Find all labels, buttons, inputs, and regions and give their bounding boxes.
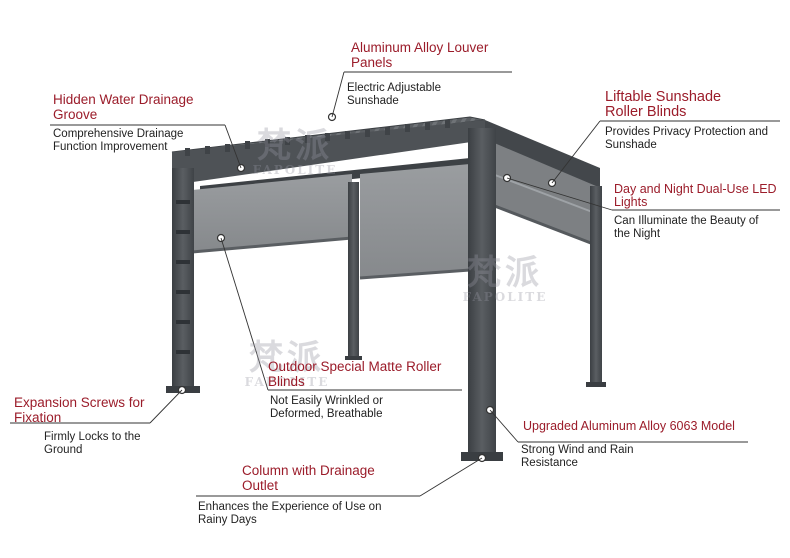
callout-matte-blinds: Outdoor Special Matte Roller Blinds Not … — [268, 359, 468, 421]
callout-desc: Strong Wind and Rain Resistance — [521, 444, 634, 469]
callout-desc: Comprehensive Drainage Function Improvem… — [53, 128, 184, 153]
callout-title: Hidden Water Drainage Groove — [53, 92, 194, 122]
callout-roller-blinds: Liftable Sunshade Roller Blinds Provides… — [605, 90, 787, 152]
callout-louver-panels: Aluminum Alloy Louver Panels Electric Ad… — [347, 40, 551, 108]
callout-title: Outdoor Special Matte Roller Blinds — [268, 359, 442, 389]
callout-expansion-screws: Expansion Screws for Fixation Firmly Loc… — [14, 395, 174, 457]
callout-title: Aluminum Alloy Louver Panels — [351, 40, 489, 70]
front-post-right — [468, 128, 496, 458]
callout-title: Upgraded Aluminum Alloy 6063 Model — [523, 419, 735, 433]
front-post-left — [172, 168, 194, 390]
callout-led-lights: Day and Night Dual-Use LED Lights Can Il… — [614, 183, 786, 241]
callout-drainage-groove: Hidden Water Drainage Groove Comprehensi… — [53, 92, 233, 154]
callout-desc: Electric Adjustable Sunshade — [347, 82, 441, 107]
callout-title: Day and Night Dual-Use LED Lights — [614, 182, 777, 209]
louver-fins — [185, 120, 450, 156]
callout-aluminum-alloy: Upgraded Aluminum Alloy 6063 Model Stron… — [521, 419, 773, 470]
left-roller-blind — [192, 174, 352, 252]
callout-title: Column with Drainage Outlet — [242, 463, 375, 493]
callout-column-drainage: Column with Drainage Outlet Enhances the… — [198, 463, 442, 527]
callout-desc: Provides Privacy Protection and Sunshade — [605, 126, 768, 151]
led-strip — [494, 174, 596, 214]
callout-title: Liftable Sunshade Roller Blinds — [605, 89, 722, 120]
callout-desc: Firmly Locks to the Ground — [44, 431, 141, 456]
callout-desc: Enhances the Experience of Use on Rainy … — [198, 501, 382, 526]
back-post-left — [348, 182, 359, 360]
callout-title: Expansion Screws for Fixation — [14, 395, 145, 425]
front-beam — [172, 120, 485, 185]
side-beam — [485, 120, 600, 188]
right-roller-blind — [360, 164, 470, 278]
callout-desc: Can Illuminate the Beauty of the Night — [614, 215, 759, 240]
back-post-right — [590, 186, 602, 386]
callout-desc: Not Easily Wrinkled or Deformed, Breatha… — [270, 395, 383, 420]
